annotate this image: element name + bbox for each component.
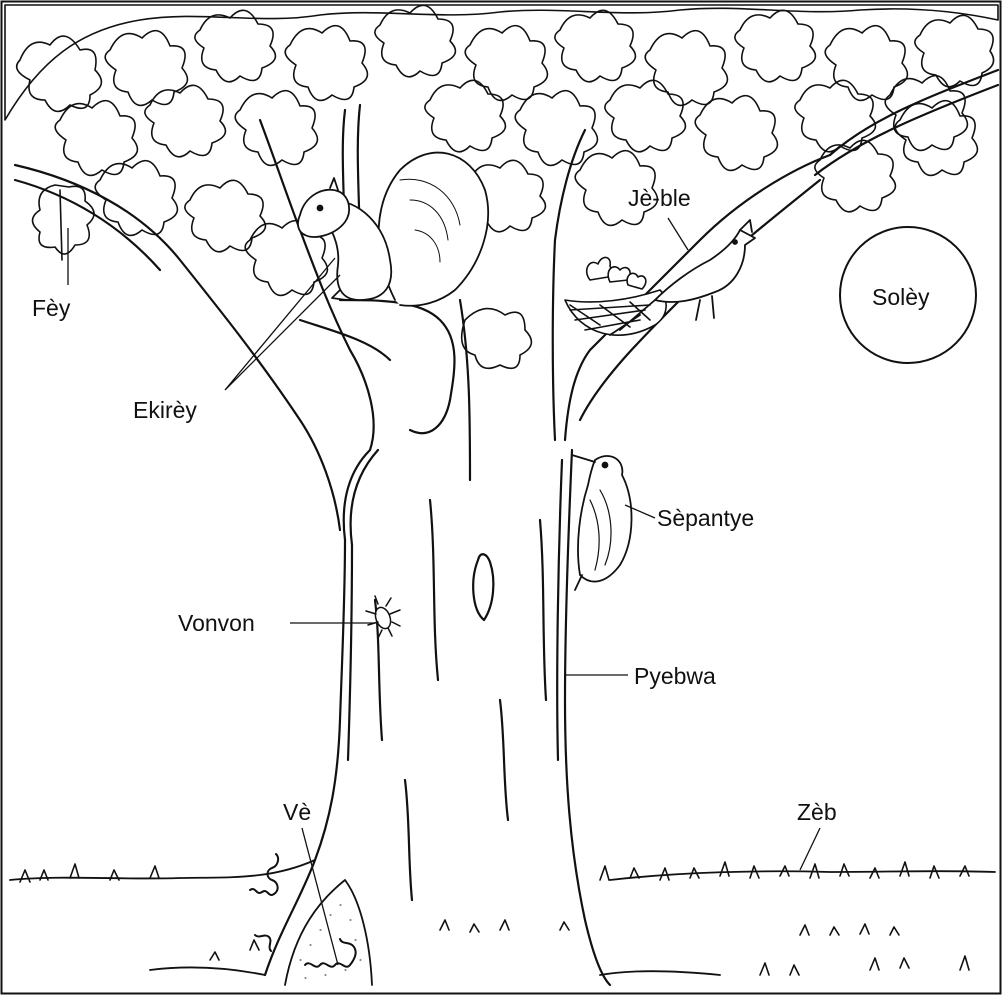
woodpecker-icon xyxy=(572,455,632,590)
ground xyxy=(10,860,995,975)
leaf-row-3 xyxy=(95,101,977,369)
nest-icon xyxy=(565,257,666,335)
soil-mound xyxy=(285,880,372,985)
leaf-icon xyxy=(33,185,95,260)
leader-lines xyxy=(68,218,820,965)
squirrel-icon xyxy=(298,153,488,306)
label-sepantye: Sèpantye xyxy=(657,505,754,531)
label-soley: Solèy xyxy=(872,284,930,310)
label-vonvon: Vonvon xyxy=(178,610,255,636)
label-zeb: Zèb xyxy=(797,799,837,825)
label-pyebwa: Pyebwa xyxy=(634,663,716,689)
worm-icon xyxy=(250,854,356,967)
beetle-icon xyxy=(366,596,400,638)
leader-jeble xyxy=(668,218,688,250)
leader-zeb xyxy=(800,828,820,870)
label-fey: Fèy xyxy=(32,295,71,321)
leaf-row xyxy=(17,5,994,111)
label-jeble: Jè-ble xyxy=(628,185,691,211)
label-ve: Vè xyxy=(283,799,311,825)
label-ekirey: Ekirèy xyxy=(133,397,197,423)
tree-trunk xyxy=(15,70,998,985)
